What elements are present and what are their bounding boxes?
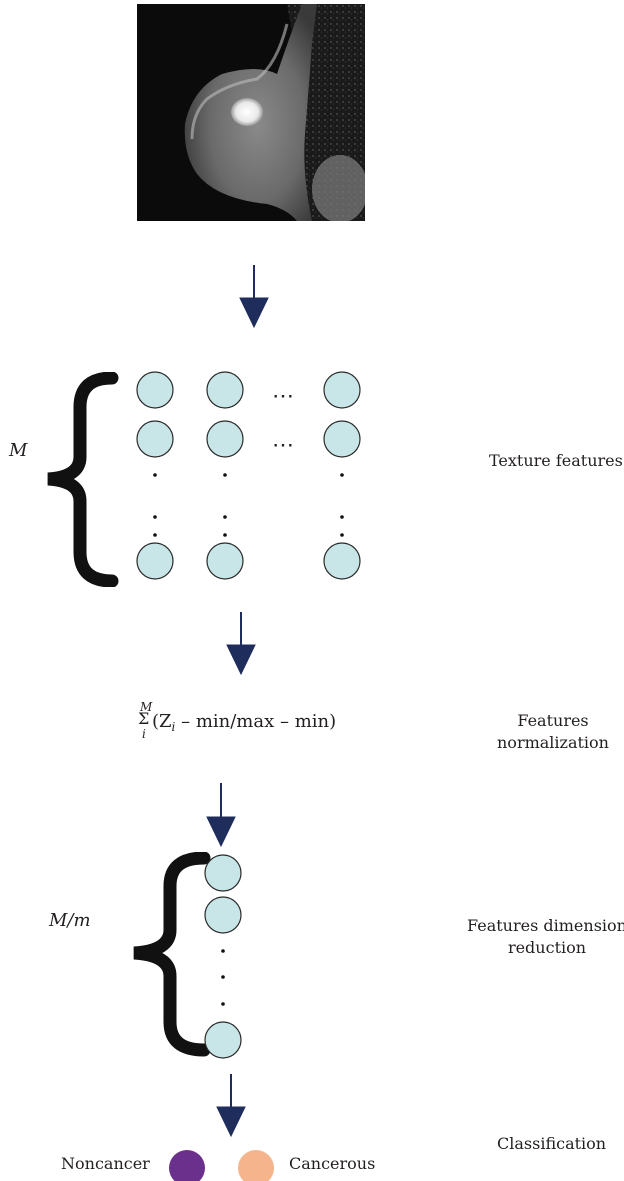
feature-node xyxy=(136,371,174,409)
formula-sum-lower: i xyxy=(142,727,146,741)
feature-node xyxy=(323,542,361,580)
arrow-1 xyxy=(239,265,269,329)
feature-node xyxy=(136,542,174,580)
reduced-node xyxy=(204,1021,242,1059)
reduced-node xyxy=(204,854,242,892)
cancerous-marker xyxy=(238,1150,274,1181)
class-label-cancerous: Cancerous xyxy=(289,1154,376,1173)
normalization-formula: M Σ i (Zi – min/max – min) xyxy=(138,700,368,750)
arrow-2 xyxy=(226,612,256,676)
reduction-brace xyxy=(133,852,211,1057)
m-symbol: M xyxy=(9,440,28,461)
texture-brace xyxy=(47,372,119,587)
mri-image xyxy=(137,4,365,221)
stage-features-normalization: Features normalization xyxy=(497,711,609,752)
formula-body: (Zi – min/max – min) xyxy=(152,711,337,734)
arrow-3 xyxy=(206,783,236,848)
stage-classification: Classification xyxy=(497,1134,607,1153)
feature-node xyxy=(206,371,244,409)
feature-node xyxy=(323,371,361,409)
ellipsis-row-1: ⋯ xyxy=(272,384,295,409)
mri-scan-graphic xyxy=(137,4,365,221)
class-label-noncancer: Noncancer xyxy=(61,1154,150,1173)
reduced-node xyxy=(204,896,242,934)
reduced-feature-column xyxy=(204,854,242,1059)
feature-node xyxy=(206,420,244,458)
noncancer-marker xyxy=(169,1150,205,1181)
m-over-m-symbol: M/m xyxy=(49,910,91,931)
formula-sum-sign: Σ xyxy=(138,709,150,728)
feature-node xyxy=(206,542,244,580)
arrow-4 xyxy=(216,1074,246,1138)
feature-node xyxy=(136,420,174,458)
stage-features-dimension-reduction: Features dimension reduction xyxy=(467,916,624,957)
texture-feature-grid xyxy=(136,371,361,580)
stage-texture-features: Texture features xyxy=(489,451,623,470)
ellipsis-row-2: ⋯ xyxy=(272,433,295,458)
feature-node xyxy=(323,420,361,458)
formula-sum-upper: M xyxy=(140,700,153,714)
